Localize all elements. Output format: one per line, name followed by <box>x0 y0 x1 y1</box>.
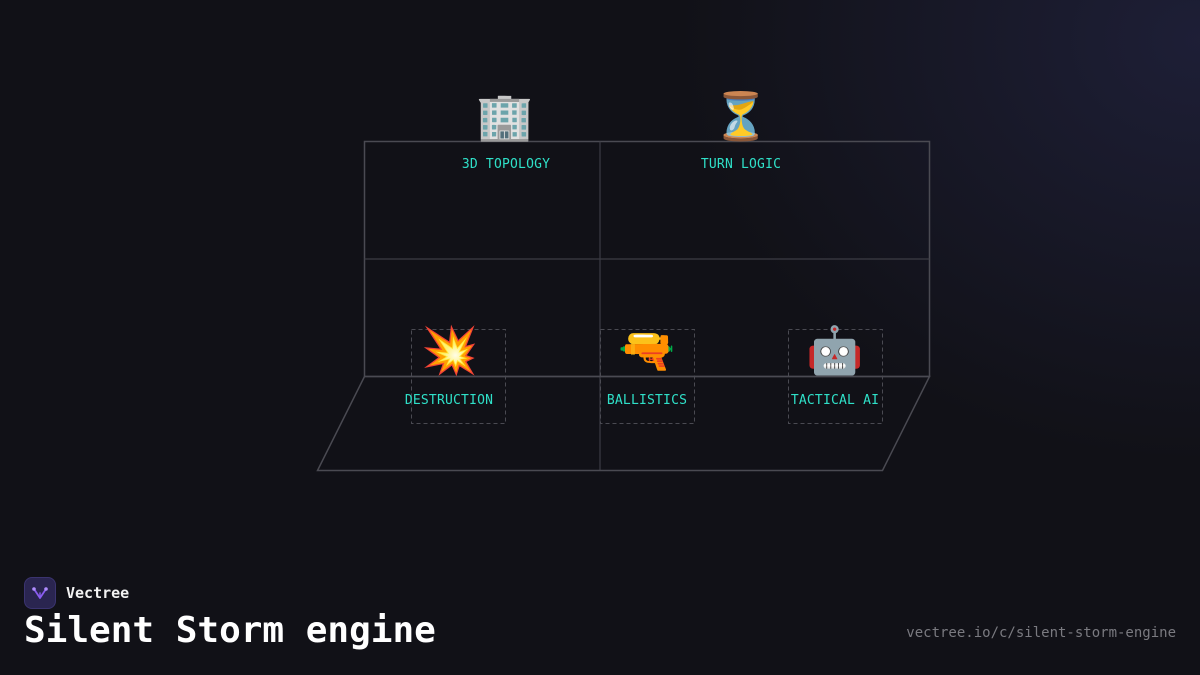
turn-logic-label: TURN LOGIC <box>700 157 782 172</box>
tactical-ai-dashed-box <box>788 329 883 424</box>
hourglass-icon: ⏳ <box>712 89 770 143</box>
vectree-branch-icon <box>24 577 56 609</box>
page-title: Silent Storm engine <box>24 610 436 651</box>
page-url[interactable]: vectree.io/c/silent-storm-engine <box>906 625 1176 641</box>
ballistics-dashed-box <box>600 329 695 424</box>
frame-floor <box>316 375 931 472</box>
topology-label: 3D TOPOLOGY <box>461 157 551 172</box>
office-building-icon: 🏢 <box>476 89 534 143</box>
explosion-icon: 💥 <box>421 323 479 377</box>
destruction-dashed-box <box>411 329 506 424</box>
pistol-icon: 🔫 <box>618 323 676 377</box>
robot-icon: 🤖 <box>806 323 864 377</box>
brand-name: Vectree <box>66 584 130 602</box>
tactical-ai-label: TACTICAL AI <box>790 393 880 408</box>
brand: Vectree <box>24 577 129 609</box>
destruction-label: DESTRUCTION <box>404 393 494 408</box>
ballistics-label: BALLISTICS <box>606 393 688 408</box>
